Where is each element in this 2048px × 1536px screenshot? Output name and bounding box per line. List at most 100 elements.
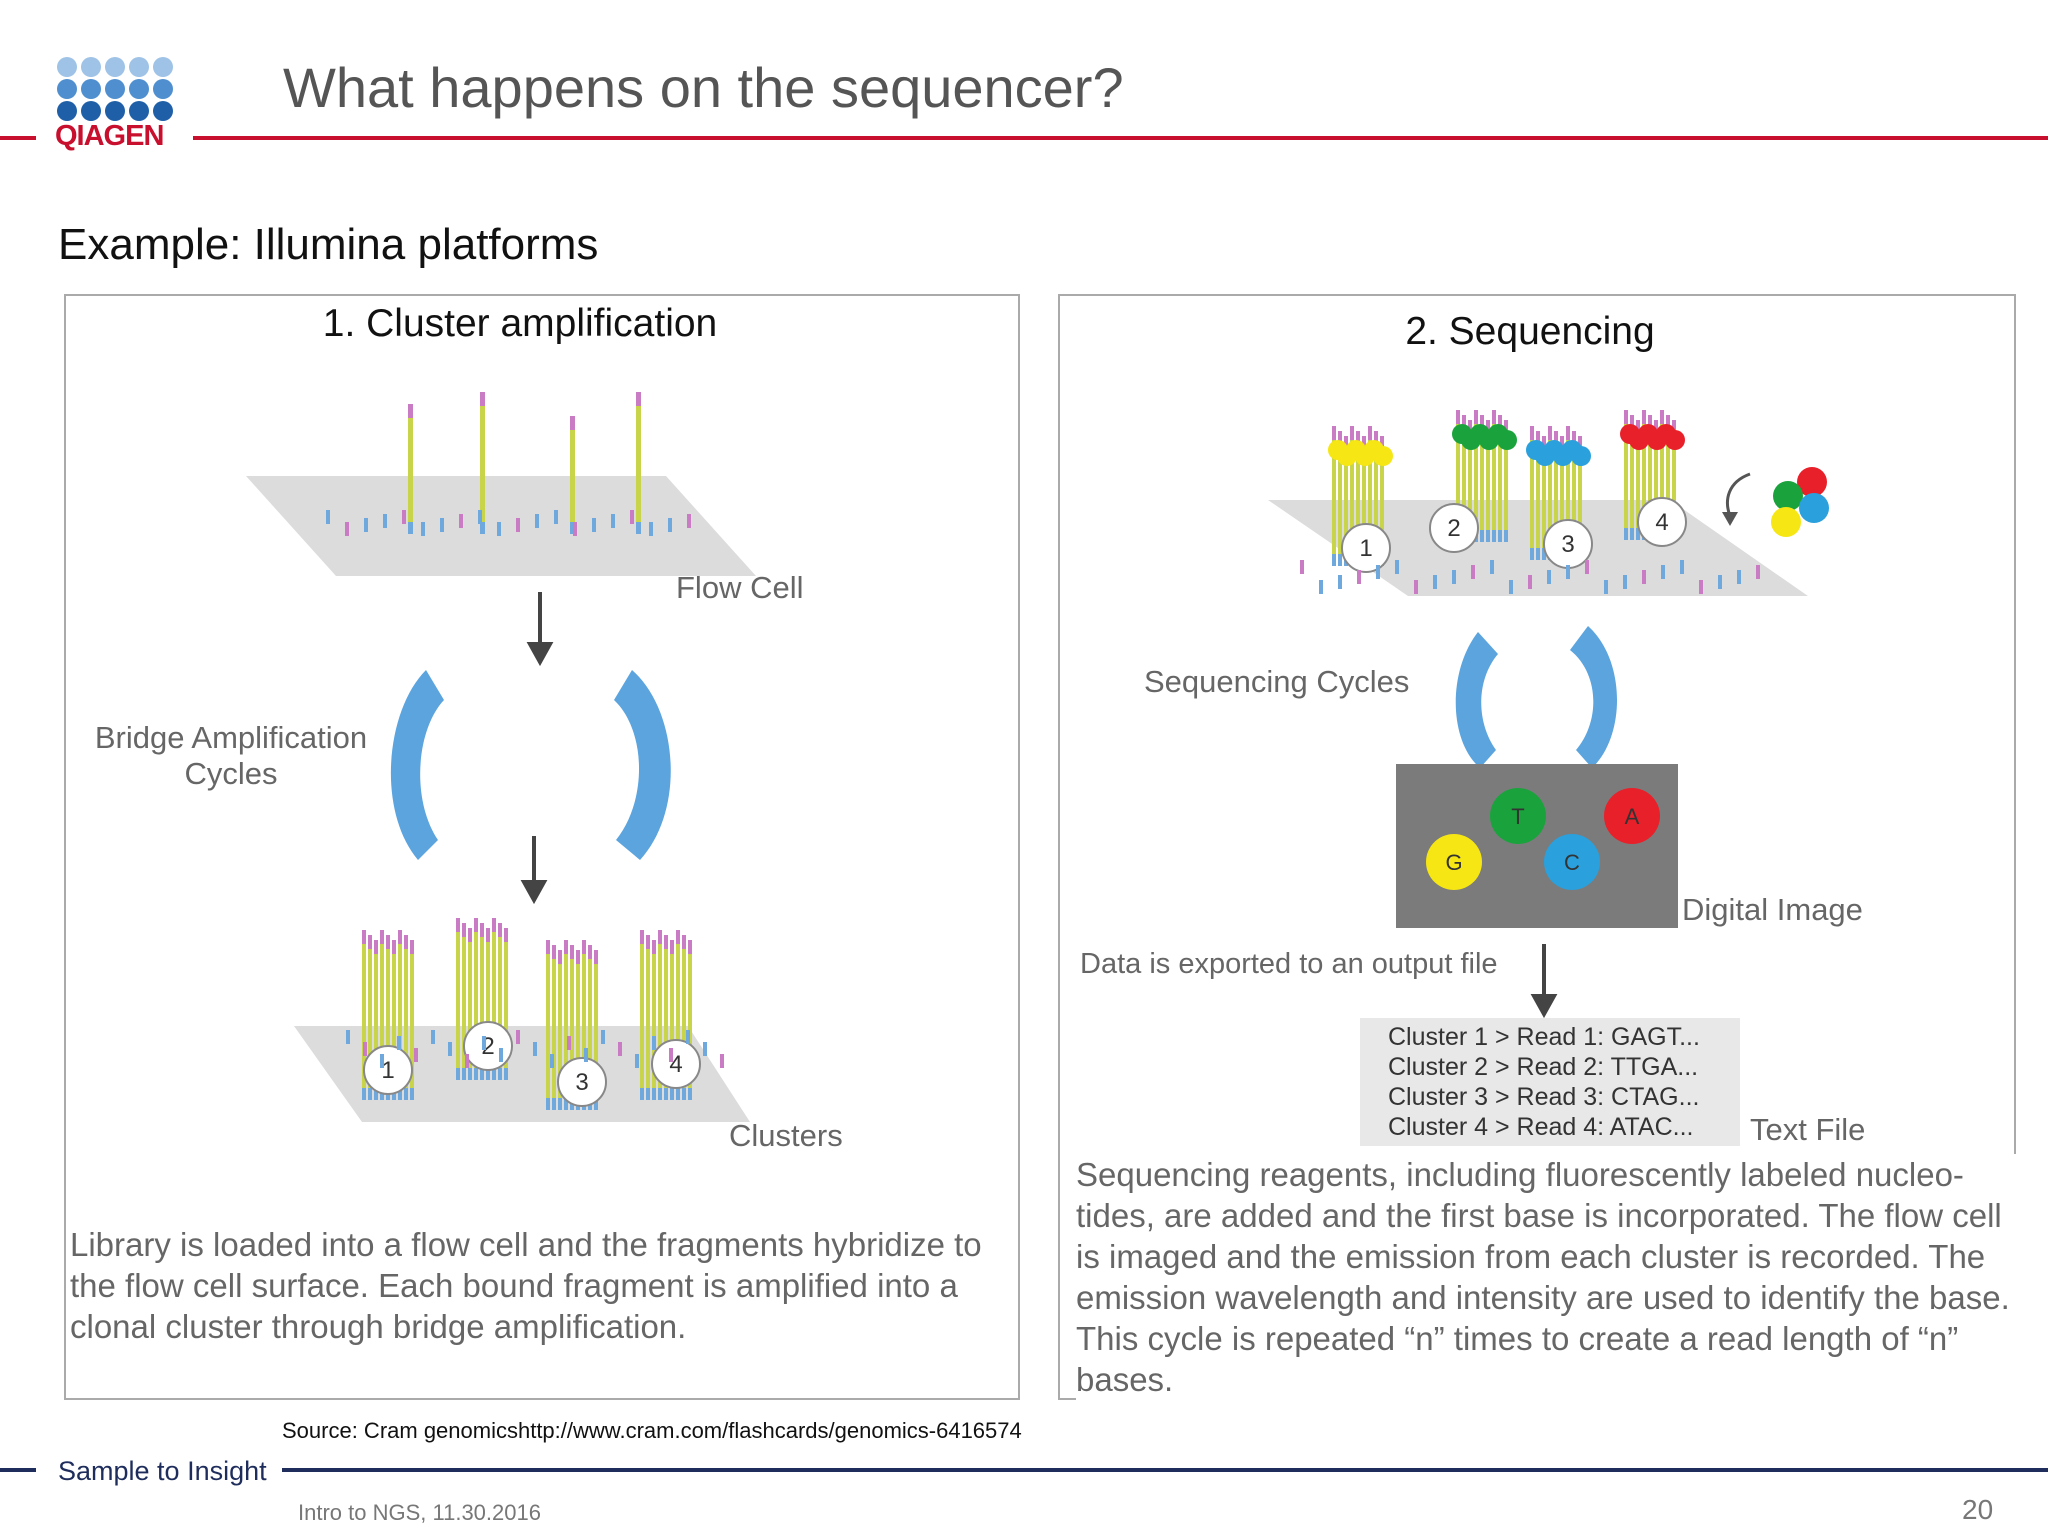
strand-base xyxy=(652,1088,656,1100)
adapter-stub xyxy=(1490,560,1494,574)
strand-tip xyxy=(1666,415,1670,429)
logo-dot xyxy=(129,79,149,99)
logo-dot xyxy=(153,57,173,77)
dna-strand xyxy=(1530,426,1534,560)
strand-tip xyxy=(368,935,372,949)
logo-dot xyxy=(129,57,149,77)
adapter-stub xyxy=(459,514,463,528)
down-arrow-icon xyxy=(520,836,548,905)
strand-base xyxy=(1530,548,1534,560)
cluster-badge xyxy=(651,1039,701,1089)
strand-tip xyxy=(1504,420,1508,434)
dna-strand xyxy=(1624,410,1628,540)
dna-strand xyxy=(492,918,496,1080)
strand-base xyxy=(410,1088,414,1100)
strand-base xyxy=(398,1088,402,1100)
strand-base xyxy=(1536,548,1540,560)
dna-strand xyxy=(368,935,372,1100)
dna-strand xyxy=(380,930,384,1100)
adapter-stub xyxy=(482,1036,486,1050)
base-dot-t-icon xyxy=(1773,481,1803,511)
adapter-stub xyxy=(1528,575,1532,589)
logo-dot xyxy=(81,79,101,99)
dna-strand xyxy=(682,935,686,1100)
logo-dot xyxy=(57,57,77,77)
strand-tip xyxy=(552,945,556,959)
sequencing-cluster-badge-number: 2 xyxy=(1447,515,1460,542)
dna-strand xyxy=(1474,410,1478,542)
dna-strand xyxy=(1498,415,1502,542)
qiagen-logo: QIAGEN xyxy=(55,120,164,152)
dna-strand xyxy=(410,940,414,1100)
adapter-stub xyxy=(668,518,672,532)
dna-strand xyxy=(646,935,650,1100)
strand-base xyxy=(368,1088,372,1100)
dna-strand xyxy=(570,945,574,1110)
strand-tip xyxy=(682,935,686,949)
strand-tip xyxy=(1468,420,1472,434)
dna-strand xyxy=(1356,431,1360,566)
strand-tip xyxy=(386,935,390,949)
adapter-stub xyxy=(611,514,615,528)
strand-base xyxy=(1332,554,1336,566)
dna-strand xyxy=(480,923,484,1080)
digital-image-c-label: C xyxy=(1564,850,1580,875)
dna-strand xyxy=(594,950,598,1110)
fluorescent-label xyxy=(1497,430,1517,450)
adapter-stub xyxy=(1699,580,1703,594)
dna-strand xyxy=(1338,431,1342,566)
strand-base xyxy=(1630,528,1634,540)
strand-tip xyxy=(1530,426,1534,440)
dna-strand xyxy=(1480,415,1484,542)
strand-tip xyxy=(1380,436,1384,450)
strand-tip xyxy=(1356,431,1360,445)
adapter-stub xyxy=(567,1036,571,1050)
dna-strand xyxy=(362,930,366,1100)
adapter-stub xyxy=(1433,575,1437,589)
fluorescent-label xyxy=(1571,446,1591,466)
dna-strand xyxy=(1374,431,1378,566)
adapter-stub xyxy=(1642,570,1646,584)
flow-cell-label: Flow Cell xyxy=(676,570,804,605)
dna-strand xyxy=(392,940,396,1100)
adapter-stub xyxy=(380,1054,384,1068)
strand-tip xyxy=(582,940,586,954)
base-dot-c-icon xyxy=(1799,493,1829,523)
strand-tip xyxy=(1560,436,1564,450)
adapter-stub xyxy=(421,522,425,536)
strand-tip xyxy=(380,930,384,944)
strand-base xyxy=(640,1088,644,1100)
adapter-stub xyxy=(1319,580,1323,594)
logo-dot xyxy=(105,101,125,121)
adapter-stub xyxy=(397,1036,401,1050)
strand-tip xyxy=(398,930,402,944)
strand-tip xyxy=(670,940,674,954)
adapter-stub xyxy=(1756,565,1760,579)
sequencing-cluster-badge-number: 1 xyxy=(1359,535,1372,562)
dna-strand xyxy=(456,918,460,1080)
strand-tip xyxy=(658,930,662,944)
sequencing-cluster-badge xyxy=(1637,497,1687,547)
adapter-stub xyxy=(584,1048,588,1062)
adapter-stub xyxy=(440,518,444,532)
dna-strand xyxy=(652,940,656,1100)
dna-strand xyxy=(676,930,680,1100)
adapter-stub xyxy=(1623,575,1627,589)
strand-tip xyxy=(688,940,692,954)
cluster-badge-number: 3 xyxy=(575,1069,588,1096)
strand-tip xyxy=(1350,426,1354,440)
dna-strand xyxy=(1566,426,1570,560)
dna-strand xyxy=(1492,410,1496,542)
adapter-stub xyxy=(1471,565,1475,579)
export-arrow-icon xyxy=(1530,944,1558,1019)
strand-base xyxy=(1636,528,1640,540)
strand-tip xyxy=(1332,426,1336,440)
text-file-line: Cluster 4 > Read 4: ATAC... xyxy=(1388,1113,1694,1141)
dna-strand xyxy=(408,404,413,534)
dna-strand xyxy=(1548,426,1552,560)
fluorescent-label xyxy=(1665,430,1685,450)
adapter-stub xyxy=(1547,570,1551,584)
bridge-amplification-label: Bridge Amplification Cycles xyxy=(76,720,386,792)
strand-tip xyxy=(1474,410,1478,424)
